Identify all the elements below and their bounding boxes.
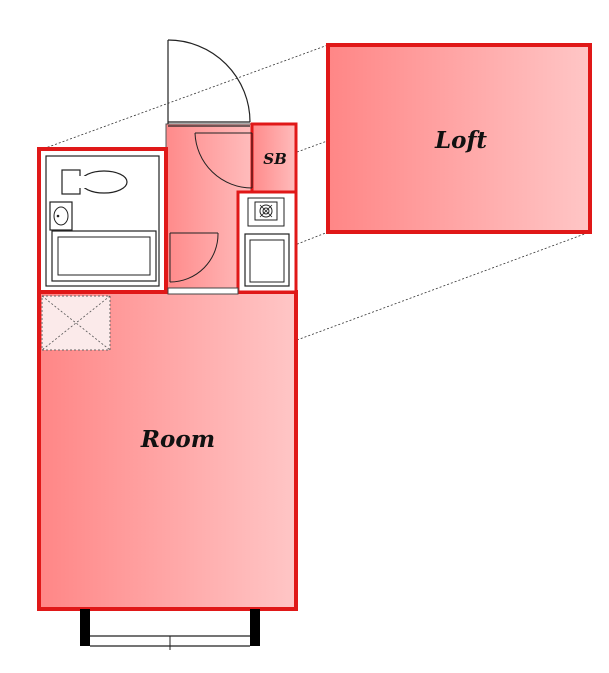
loft — [326, 43, 592, 234]
stove-icon — [247, 197, 285, 227]
storage-label: SB — [263, 150, 287, 168]
sink-icon — [49, 201, 73, 231]
entrance-door-icon — [167, 39, 251, 127]
loft-label: Loft — [434, 127, 487, 154]
room-door-threshold — [167, 287, 239, 295]
bathtub-icon — [51, 230, 157, 282]
bathroom-inner — [45, 155, 160, 287]
kitchen-sink-icon — [244, 233, 290, 287]
room-label: Room — [140, 426, 215, 453]
loft-ladder-icon — [41, 295, 111, 351]
storage-door-icon — [194, 132, 253, 189]
bathroom-door-icon — [169, 232, 219, 283]
balcony-window — [80, 609, 260, 650]
toilet-icon — [61, 169, 128, 195]
